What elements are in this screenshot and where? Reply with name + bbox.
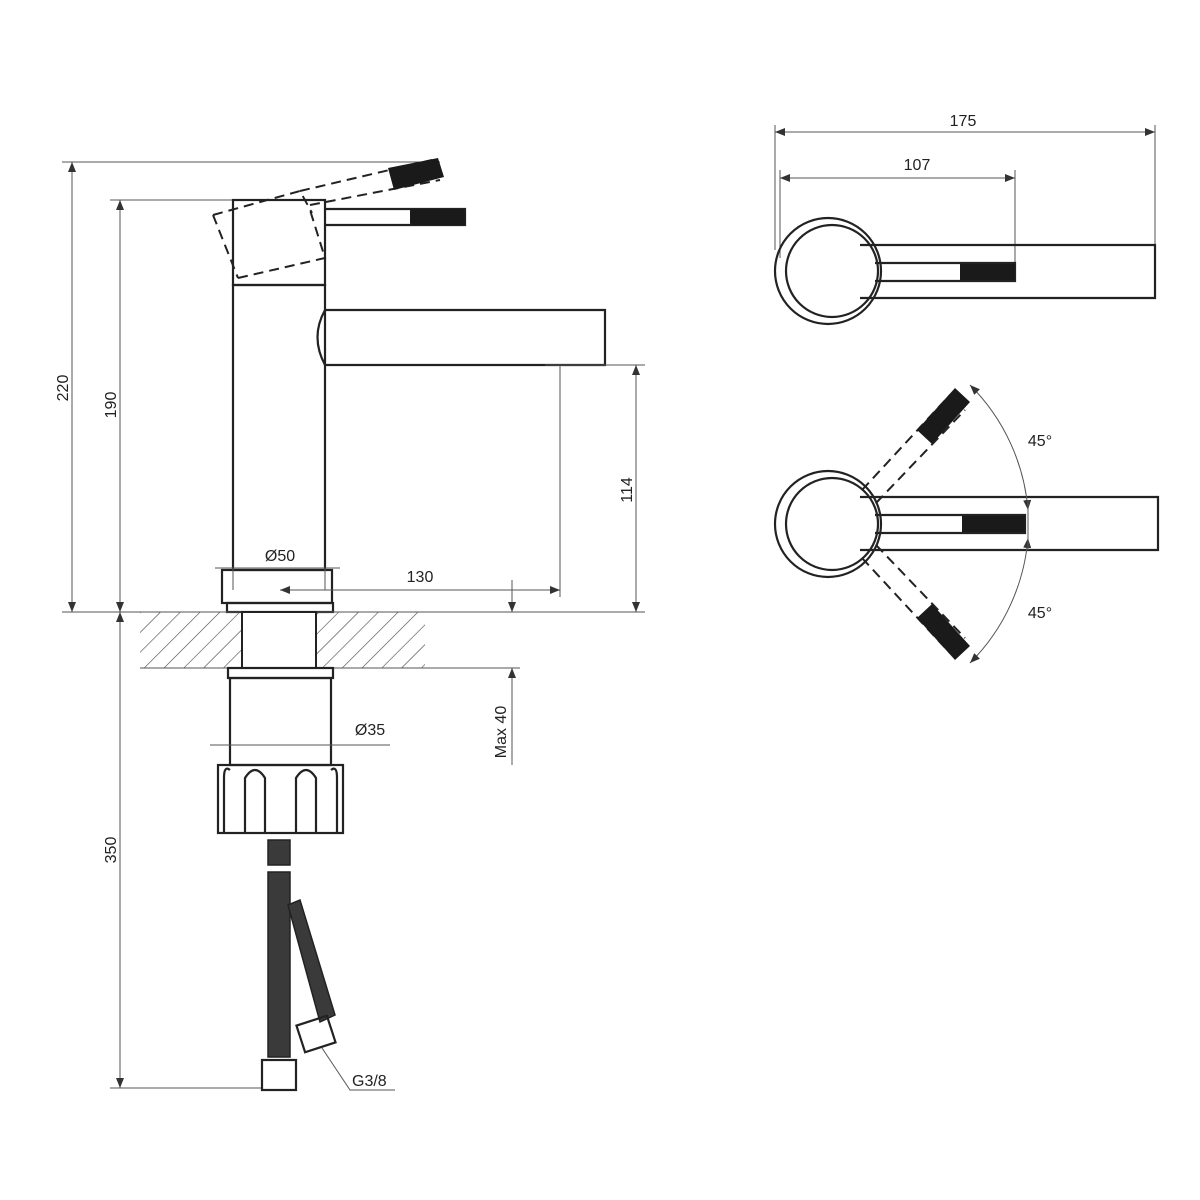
supply-hoses [260,839,337,1092]
label-190: 190 [103,392,120,419]
body-top [773,216,883,326]
label-g38: G3/8 [352,1073,387,1090]
lever-left-dashed [861,394,966,504]
angle-arc-down [969,537,1032,664]
mounting-nut [216,763,345,835]
label-max-40: Max 40 [493,706,510,759]
washer [226,666,335,680]
rotation-view: 45° 45° [773,384,1160,664]
label-220: 220 [55,375,72,402]
label-diameter-35: Ø35 [355,722,385,739]
label-350: 350 [103,837,120,864]
top-view: 175 107 [773,113,1157,326]
base-ring [220,568,334,605]
lever-grip-raised [388,158,444,190]
base-plate [225,601,335,614]
spout-top [860,243,1157,300]
lever-grip-top [960,264,1015,280]
spout [316,308,607,367]
faucet-body [231,283,327,572]
label-107: 107 [904,157,931,174]
label-175: 175 [950,113,977,130]
lever-right-dashed [861,544,966,654]
label-angle-down: 45° [1028,605,1052,622]
lever-grip [410,209,465,225]
label-diameter-50: Ø50 [265,548,295,565]
leader-g38 [321,1047,395,1091]
label-angle-up: 45° [1028,433,1052,450]
label-114: 114 [619,477,636,503]
angle-arc-up [969,384,1032,511]
handle-dashed [212,189,327,279]
label-130: 130 [407,569,434,586]
body-rotation [773,469,883,579]
threaded-shank [228,676,333,767]
side-view: 220 190 350 Ø50 130 114 [55,158,645,1092]
